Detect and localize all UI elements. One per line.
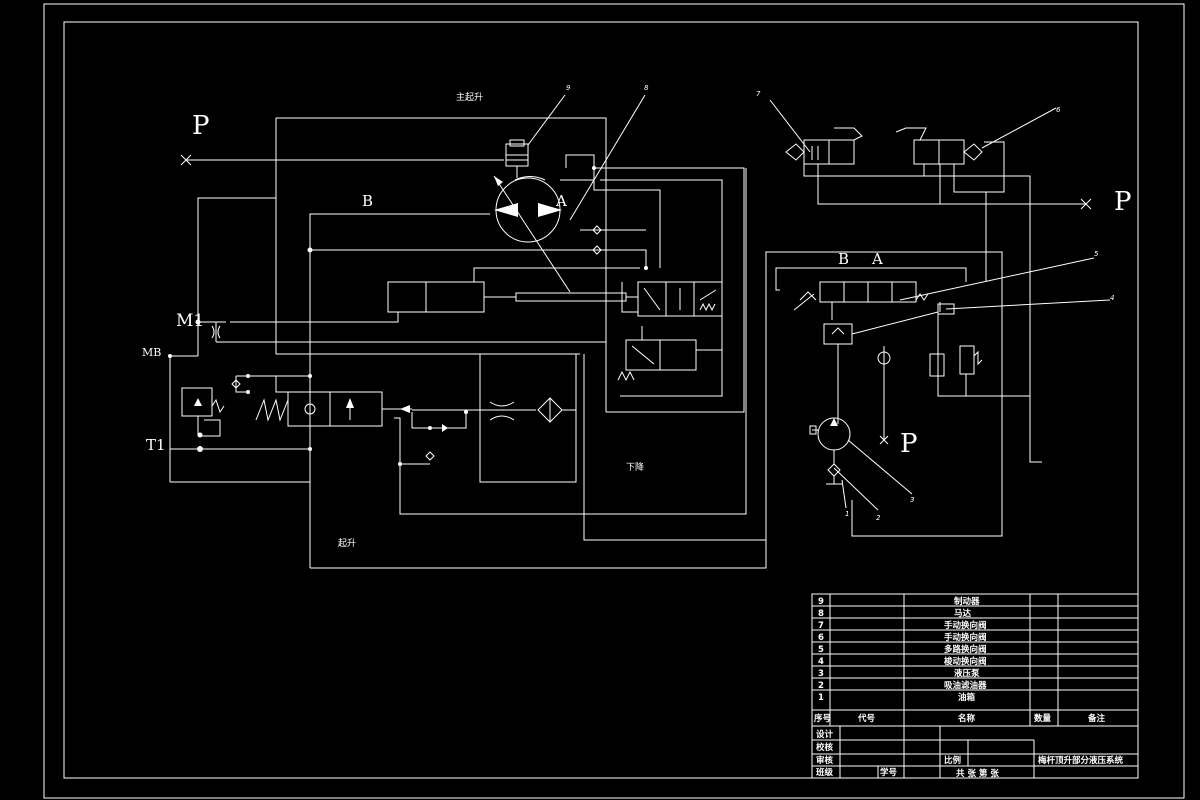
parts-no-6: 6 bbox=[818, 633, 824, 643]
label-mb: MB bbox=[142, 346, 161, 359]
header-qty: 数量 bbox=[1034, 713, 1052, 724]
parts-name-7: 手动换向阀 bbox=[944, 620, 987, 631]
label-main-raise: 主起升 bbox=[456, 91, 483, 103]
parts-no-9: 9 bbox=[818, 597, 824, 607]
directional-valve bbox=[287, 391, 383, 427]
header-code: 代号 bbox=[857, 713, 876, 724]
callout-2: 2 bbox=[876, 514, 881, 522]
parts-no-4: 4 bbox=[818, 657, 824, 667]
header-no: 序号 bbox=[813, 713, 832, 724]
parts-no-8: 8 bbox=[818, 609, 824, 619]
label-raise: 起升 bbox=[338, 538, 356, 549]
label-a-motor: A bbox=[555, 192, 567, 210]
parts-no-2: 2 bbox=[818, 681, 824, 691]
parts-name-8: 马达 bbox=[954, 608, 972, 619]
parts-name-1: 油箱 bbox=[958, 692, 976, 703]
labels: P P P B A B A M1 MB T1 主起升 下降 起升 1 2 3 4… bbox=[142, 84, 1132, 549]
callout-6: 6 bbox=[1056, 106, 1061, 114]
tb-sheets: 共 张 第 张 bbox=[956, 768, 999, 779]
shuttle-valve-4 bbox=[823, 323, 853, 345]
tb-review: 审核 bbox=[816, 755, 834, 766]
label-a-valve: A bbox=[871, 250, 883, 268]
callout-8: 8 bbox=[644, 84, 649, 92]
callout-4: 4 bbox=[1110, 294, 1114, 302]
label-m1: M1 bbox=[176, 311, 204, 331]
parts-no-1: 1 bbox=[818, 693, 824, 703]
left-circuit bbox=[168, 94, 767, 569]
right-circuit bbox=[765, 99, 1111, 540]
tb-drawing-title: 梅杆顶升部分液压系统 bbox=[1038, 755, 1124, 766]
tb-class: 班级 bbox=[816, 767, 834, 778]
parts-name-9: 制动器 bbox=[954, 596, 980, 607]
parts-name-3: 液压泵 bbox=[954, 668, 980, 679]
title-block: 9 制动器 8 马达 7 手动换向阀 6 手动换向阀 5 多路换向阀 4 梭动换… bbox=[811, 593, 1139, 779]
inner-frame bbox=[63, 21, 1139, 779]
parts-name-4: 梭动换向阀 bbox=[944, 656, 987, 667]
relief-valve bbox=[181, 387, 213, 417]
valve-upper bbox=[637, 281, 723, 317]
callout-5: 5 bbox=[1094, 250, 1099, 258]
tb-design: 设计 bbox=[816, 729, 834, 740]
callout-1: 1 bbox=[845, 510, 849, 518]
outer-frame bbox=[43, 3, 1185, 799]
callout-7: 7 bbox=[756, 90, 761, 98]
callout-3: 3 bbox=[910, 496, 914, 504]
label-b-valve: B bbox=[838, 250, 849, 268]
label-b-motor: B bbox=[362, 192, 373, 210]
parts-no-7: 7 bbox=[818, 621, 824, 631]
valve-lower bbox=[625, 339, 697, 371]
header-name: 名称 bbox=[958, 713, 976, 724]
tb-student-no: 学号 bbox=[880, 767, 898, 778]
header-remark: 备注 bbox=[1087, 713, 1106, 724]
parts-no-5: 5 bbox=[818, 645, 824, 655]
label-p-right: P bbox=[1114, 187, 1132, 217]
parts-name-2: 吸油滤油器 bbox=[944, 680, 987, 691]
parts-name-5: 多路换向阀 bbox=[944, 644, 987, 655]
parts-no-3: 3 bbox=[818, 669, 824, 679]
label-lower: 下降 bbox=[626, 461, 644, 473]
label-p-pump: P bbox=[900, 429, 918, 459]
callout-9: 9 bbox=[566, 84, 571, 92]
label-t1: T1 bbox=[146, 436, 166, 454]
tb-check: 校核 bbox=[816, 742, 834, 753]
cylinder bbox=[387, 281, 485, 313]
parts-name-6: 手动换向阀 bbox=[944, 632, 987, 643]
label-p-left: P bbox=[192, 111, 210, 141]
tb-scale: 比例 bbox=[944, 755, 962, 766]
